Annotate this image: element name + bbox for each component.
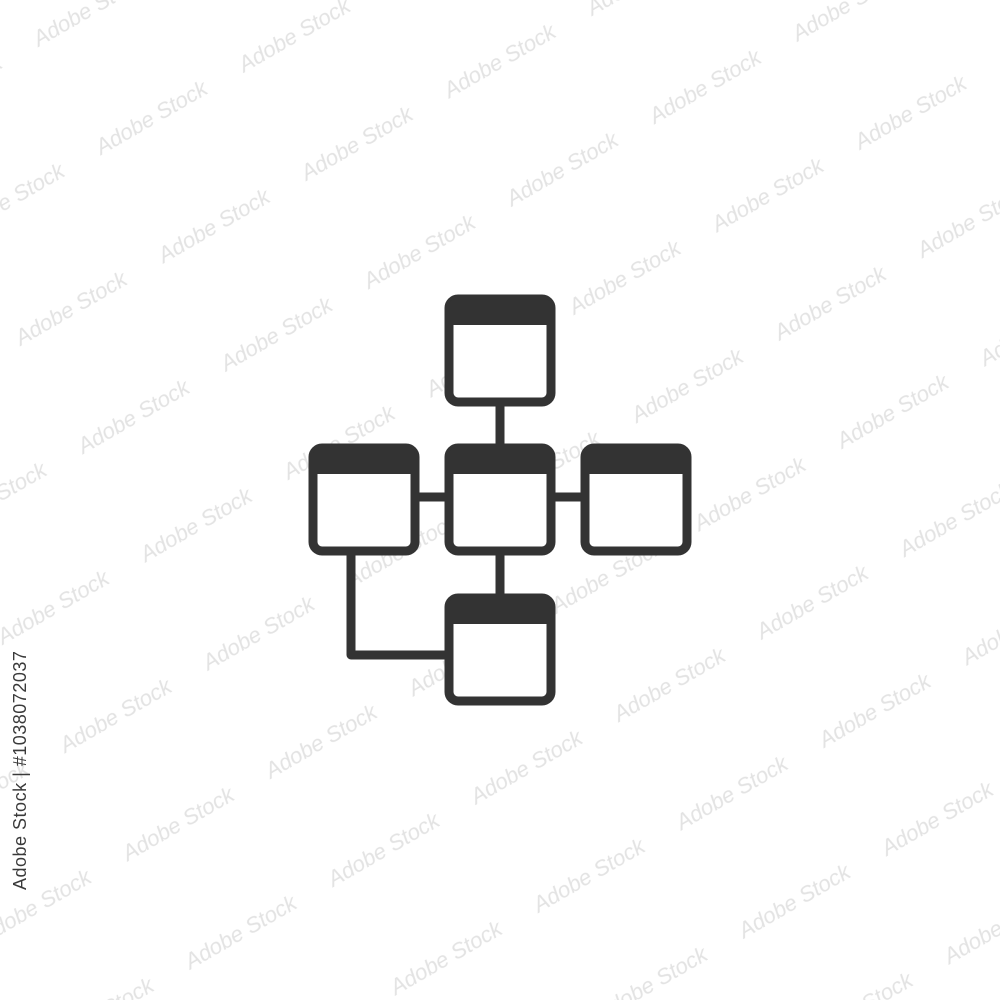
node-right (580, 443, 692, 556)
node-center (444, 443, 556, 556)
stock-id-label: Adobe Stock | #1038072037 (10, 650, 30, 890)
connector-lines (346, 405, 583, 660)
node-bottom (444, 593, 556, 706)
node-top (444, 294, 556, 407)
node-left (308, 443, 420, 556)
connector-left-bottom (346, 552, 447, 660)
